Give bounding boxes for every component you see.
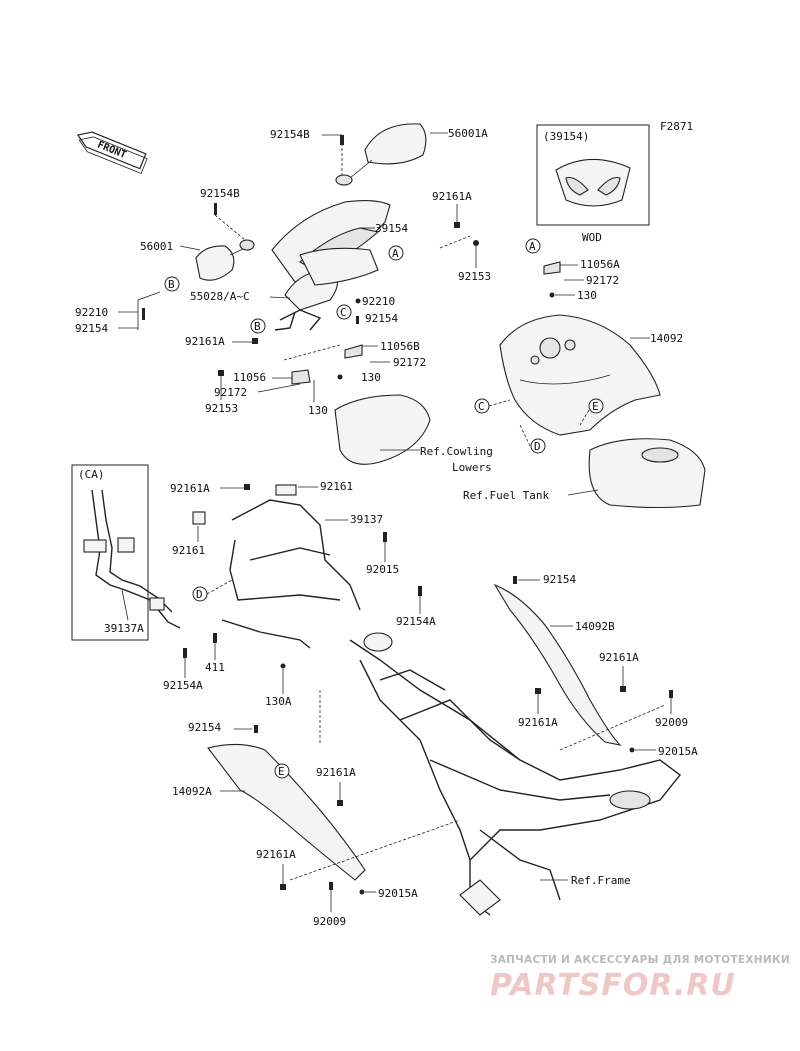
svg-text:E: E: [278, 765, 285, 778]
svg-text:C: C: [340, 306, 347, 319]
inner-panel-14092: [499, 314, 661, 436]
svg-text:B: B: [168, 278, 175, 291]
sub-frame-39137: [192, 484, 361, 611]
label-11056B: 11056B: [380, 340, 420, 353]
option-box-caption: WOD: [582, 231, 602, 244]
label-39137: 39137: [350, 513, 383, 526]
svg-text:D: D: [534, 440, 541, 453]
label-92154B: 92154B: [200, 187, 240, 200]
watermark-line1: ЗАПЧАСТИ И АКСЕССУАРЫ ДЛЯ МОТОТЕХНИКИ: [490, 954, 790, 966]
label-92015A-b: 92015A: [378, 887, 418, 900]
mirror-56001A: [335, 123, 427, 186]
label-92161A-r: 92161A: [599, 651, 639, 664]
label-92172-b: 92172: [214, 386, 247, 399]
label-11056: 11056: [233, 371, 266, 384]
label-92154-bl: 92154: [188, 721, 221, 734]
label-92154B-top: 92154B: [270, 128, 310, 141]
ref-circle-E-1: E: [588, 398, 604, 414]
ref-circle-D-1: D: [530, 438, 546, 454]
stay-411: [221, 619, 311, 649]
label-56001: 56001: [140, 240, 173, 253]
label-92161A-bl: 92161A: [316, 766, 356, 779]
label-39154: 39154: [375, 222, 408, 235]
label-14092B: 14092B: [575, 620, 615, 633]
ref-circle-A-1: A: [388, 245, 404, 261]
label-56001A: 56001A: [448, 127, 488, 140]
label-130-c: 130: [361, 371, 381, 384]
ref-frame: Ref.Frame: [571, 874, 631, 887]
bracket-assembly: [274, 309, 322, 331]
ref-circle-C-2: C: [474, 398, 490, 414]
svg-text:B: B: [254, 320, 261, 333]
label-130-b: 130: [308, 404, 328, 417]
ca-part-label: 39137A: [104, 622, 144, 635]
windshield-option: [555, 158, 631, 207]
ref-circle-B-1: B: [164, 276, 180, 292]
label-92172-c: 92172: [393, 356, 426, 369]
label-92161A-l: 92161A: [185, 335, 225, 348]
ref-fuel-tank: Ref.Fuel Tank: [463, 489, 549, 502]
ref-circle-E-2: E: [274, 763, 290, 779]
svg-text:A: A: [529, 240, 536, 253]
label-92210-l: 92210: [75, 306, 108, 319]
ca-box: [71, 464, 149, 641]
label-14092A: 14092A: [172, 785, 212, 798]
label-92154A: 92154A: [396, 615, 436, 628]
side-cover-14092B: [493, 583, 622, 746]
label-92161-l: 92161: [172, 544, 205, 557]
ref-circle-A-2: A: [525, 238, 541, 254]
front-arrow: FRONT: [76, 131, 148, 175]
label-92161A-top: 92161A: [432, 190, 472, 203]
label-92154-r: 92154: [543, 573, 576, 586]
fuel-tank: [588, 438, 706, 509]
ref-cowling: Ref.Cowling: [420, 445, 493, 458]
cowling-lower: [334, 394, 431, 465]
ref-circle-C-1: C: [336, 304, 352, 320]
main-frame: [349, 632, 681, 916]
label-92161: 92161: [320, 480, 353, 493]
meter-cover-55028: [284, 247, 379, 311]
ref-cowling-lowers: Lowers: [452, 461, 492, 474]
ca-box-title: (CA): [78, 468, 105, 481]
label-92161A-r2: 92161A: [518, 716, 558, 729]
option-box: [536, 124, 650, 226]
side-cover-14092A: [207, 743, 366, 881]
svg-text:C: C: [478, 400, 485, 413]
label-92153-r: 92153: [458, 270, 491, 283]
label-92154-c: 92154: [365, 312, 398, 325]
label-92009-b: 92009: [313, 915, 346, 928]
svg-text:A: A: [392, 247, 399, 260]
label-92210-c: 92210: [362, 295, 395, 308]
label-11056A: 11056A: [580, 258, 620, 271]
label-14092: 14092: [650, 332, 683, 345]
label-92161A-m: 92161A: [170, 482, 210, 495]
ref-circle-B-2: B: [250, 318, 266, 334]
label-92153-b: 92153: [205, 402, 238, 415]
label-55028: 55028/A~C: [190, 290, 250, 303]
bracket-ca: [83, 489, 181, 629]
ref-circle-D-2: D: [192, 586, 208, 602]
label-130-r: 130: [577, 289, 597, 302]
label-92009-r: 92009: [655, 716, 688, 729]
svg-text:D: D: [196, 588, 203, 601]
label-92154-l: 92154: [75, 322, 108, 335]
label-92154A-b: 92154A: [163, 679, 203, 692]
option-box-title: (39154): [543, 130, 589, 143]
mirror-56001: [195, 239, 255, 281]
watermark-line2: PARTSFOR.RU: [490, 968, 736, 1003]
label-92015: 92015: [366, 563, 399, 576]
svg-text:E: E: [592, 400, 599, 413]
label-411: 411: [205, 661, 225, 674]
figure-id: F2871: [660, 120, 693, 133]
label-92161A-bb: 92161A: [256, 848, 296, 861]
label-130A: 130A: [265, 695, 292, 708]
label-92015A-r: 92015A: [658, 745, 698, 758]
label-92172-r: 92172: [586, 274, 619, 287]
